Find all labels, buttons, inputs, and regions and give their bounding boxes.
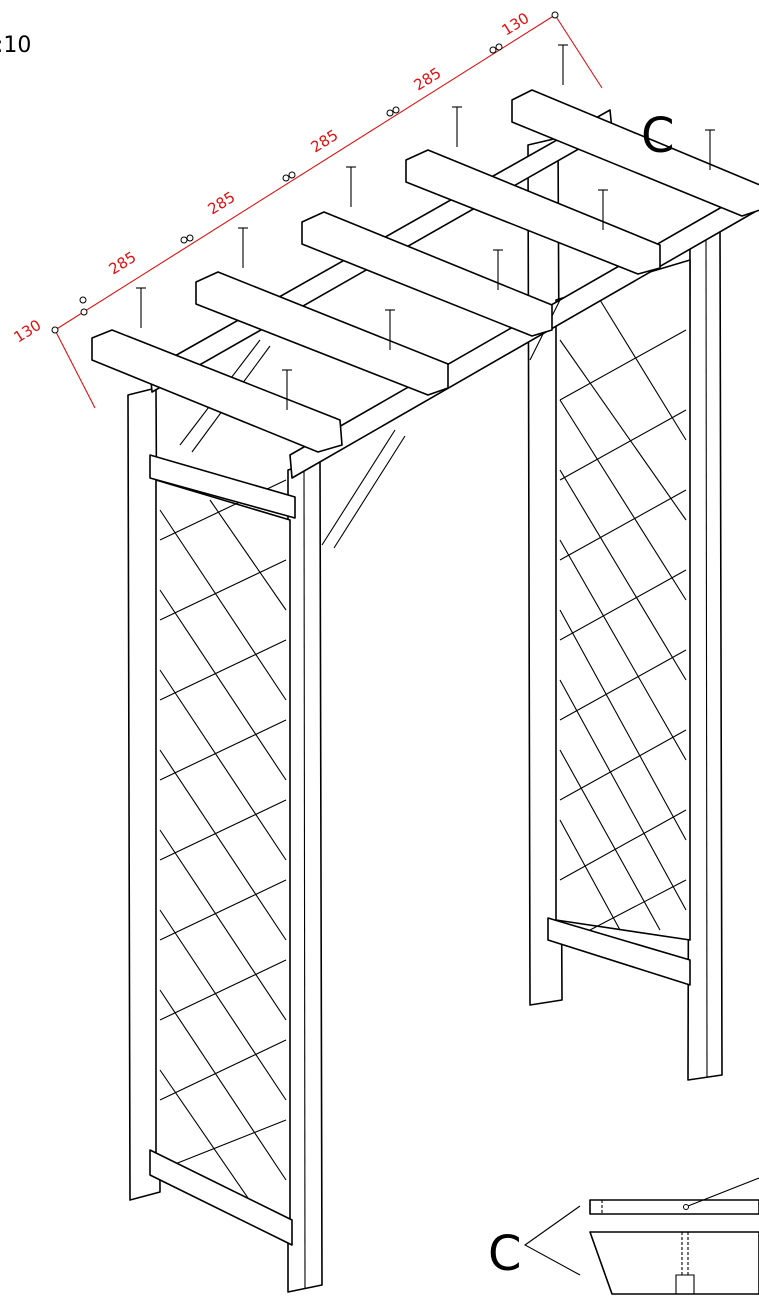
dimension-label: 285 xyxy=(411,64,445,94)
screw-icon xyxy=(558,44,568,85)
dimension-label: 285 xyxy=(205,188,239,218)
crossbar-1 xyxy=(91,329,343,453)
dimension-label: 130 xyxy=(11,316,45,346)
left-lattice xyxy=(155,479,291,1241)
screw-icon xyxy=(705,129,715,170)
part-label-c: C xyxy=(641,108,675,164)
screw-icon xyxy=(136,287,146,328)
rear-right-post xyxy=(527,137,563,1006)
right-lattice xyxy=(555,259,691,941)
crossbar-top-view xyxy=(589,1199,759,1215)
left-side-panel xyxy=(127,387,323,1293)
right-bottom-rail xyxy=(547,917,691,986)
crossbar-3 xyxy=(301,211,553,337)
screw-icon xyxy=(346,166,356,207)
crossbar-5 xyxy=(511,89,759,217)
left-top-rail xyxy=(149,454,296,519)
left-bottom-rail xyxy=(149,1149,293,1246)
screw-icon xyxy=(493,249,503,290)
screw-icon xyxy=(238,227,248,268)
screw-icon xyxy=(385,309,395,350)
right-side-panel xyxy=(527,137,723,1081)
step-number: :10 xyxy=(0,33,31,58)
rear-left-post xyxy=(127,387,161,1201)
front-right-post xyxy=(687,229,723,1081)
dimension-label: 130 xyxy=(499,9,533,39)
dimension-line xyxy=(54,14,556,331)
screw-icon xyxy=(282,369,292,410)
detail-c: C xyxy=(488,1177,759,1295)
roof-assembly xyxy=(91,89,759,549)
screw-icon xyxy=(452,106,462,147)
dimension-label: 285 xyxy=(106,248,140,278)
dimension-label: 285 xyxy=(308,126,342,156)
screws xyxy=(136,44,715,410)
crossbar-4 xyxy=(405,149,661,275)
detail-label-c: C xyxy=(488,1226,522,1282)
crossbar-2 xyxy=(195,271,449,396)
crossbar-side-view xyxy=(589,1231,759,1295)
screw-icon xyxy=(598,189,608,230)
